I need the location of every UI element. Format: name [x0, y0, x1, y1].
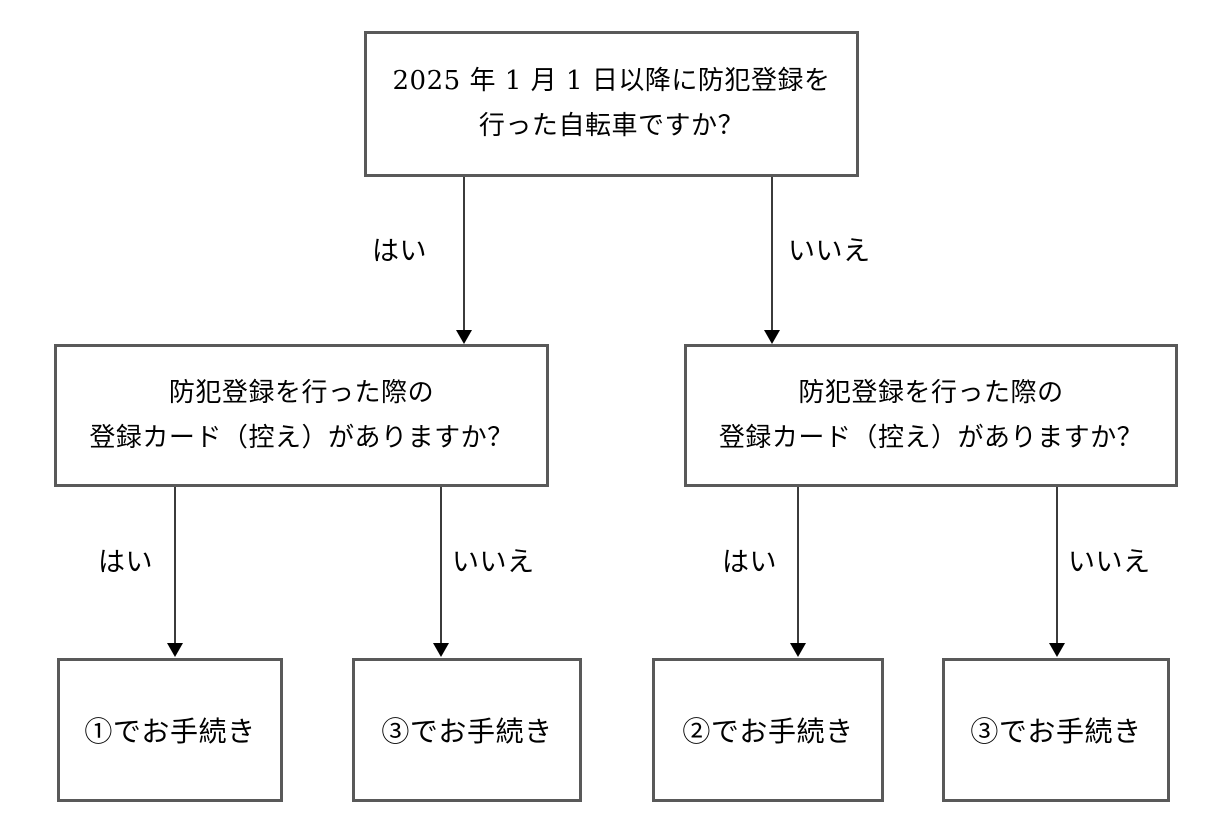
- arrowhead-icon: [456, 330, 472, 344]
- connector-stem: [463, 177, 465, 332]
- node-left-question-line-1: 防犯登録を行った際の: [168, 377, 435, 408]
- node-outcome-2-label: ③でお手続き: [381, 715, 553, 749]
- node-left-question-line-2: 登録カード（控え）がありますか？: [89, 422, 514, 453]
- node-outcome-3: ②でお手続き: [652, 658, 884, 802]
- node-right-question: 防犯登録を行った際の 登録カード（控え）がありますか？: [684, 344, 1178, 487]
- node-outcome-1-label: ①でお手続き: [84, 715, 256, 749]
- edge-label-left-yes: はい: [98, 547, 154, 578]
- node-outcome-4-label: ③でお手続き: [970, 715, 1142, 749]
- connector-stem: [174, 487, 176, 645]
- connector-stem: [771, 177, 773, 332]
- edge-label-left-no: いいえ: [452, 547, 535, 578]
- connector-right-question-to-outcome-3: [790, 487, 806, 658]
- arrowhead-icon: [167, 643, 183, 657]
- node-outcome-2: ③でお手続き: [352, 658, 582, 802]
- arrowhead-icon: [1049, 643, 1065, 657]
- node-root-question-line-1: 2025 年 1 月 1 日以降に防犯登録を: [392, 66, 831, 97]
- node-right-question-line-2: 登録カード（控え）がありますか？: [718, 422, 1144, 453]
- connector-root-to-left-question: [456, 177, 472, 344]
- node-root-question: 2025 年 1 月 1 日以降に防犯登録を 行った自転車ですか？: [364, 31, 859, 177]
- arrowhead-icon: [790, 643, 806, 657]
- edge-label-root-yes: はい: [372, 236, 428, 267]
- edge-label-root-no: いいえ: [788, 236, 871, 267]
- edge-label-right-yes: はい: [722, 547, 778, 578]
- node-outcome-3-label: ②でお手続き: [682, 715, 854, 749]
- connector-stem: [440, 487, 442, 645]
- node-outcome-1: ①でお手続き: [57, 658, 283, 802]
- connector-stem: [1056, 487, 1058, 645]
- arrowhead-icon: [764, 330, 780, 344]
- node-root-question-line-2: 行った自転車ですか？: [478, 111, 745, 141]
- arrowhead-icon: [433, 643, 449, 657]
- connector-left-question-to-outcome-2: [433, 487, 449, 658]
- edge-label-right-no: いいえ: [1068, 547, 1151, 578]
- connector-stem: [797, 487, 799, 645]
- connector-root-to-right-question: [764, 177, 780, 344]
- node-right-question-line-1: 防犯登録を行った際の: [798, 377, 1064, 408]
- node-left-question: 防犯登録を行った際の 登録カード（控え）がありますか？: [54, 344, 549, 487]
- connector-right-question-to-outcome-4: [1049, 487, 1065, 658]
- node-outcome-4: ③でお手続き: [942, 658, 1170, 802]
- connector-left-question-to-outcome-1: [167, 487, 183, 658]
